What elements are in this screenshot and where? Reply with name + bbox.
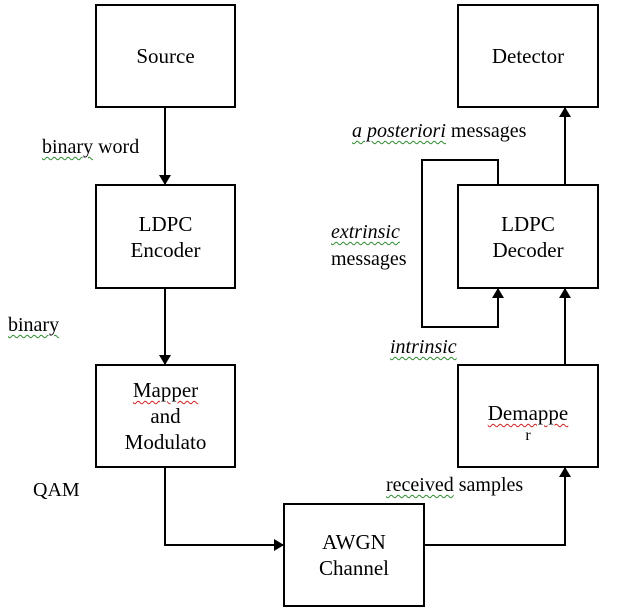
arrow-mapper-to-awgn [164, 468, 284, 551]
mapper-line3: Modulato [124, 430, 207, 454]
binary-word-part1: binary [42, 136, 94, 158]
demapper-block: Demappe r [457, 364, 599, 468]
received-part2: samples [453, 474, 524, 496]
mapper-modulator-block: Mapper and Modulato [95, 364, 236, 468]
intrinsic-label: intrinsic [390, 335, 457, 359]
arrow-extrinsic-loop [421, 159, 504, 328]
ldpc-encoder-line2: Encoder [130, 237, 201, 262]
source-block-label: Source [136, 44, 195, 68]
source-block: Source [95, 4, 236, 108]
mapper-line1: Mapper [132, 378, 199, 402]
awgn-channel-block: AWGN Channel [283, 503, 425, 607]
received-samples-label: received samples [386, 473, 523, 497]
detector-block-label: Detector [491, 44, 565, 68]
binary-word-part2: word [93, 136, 140, 158]
ldpc-decoder-line2: Decoder [492, 237, 564, 262]
awgn-line2: Channel [319, 556, 389, 580]
binary-text: binary [8, 314, 60, 336]
qam-label: QAM [33, 478, 80, 502]
mapper-line2: and [150, 404, 181, 428]
detector-block: Detector [457, 4, 599, 108]
intrinsic-text: intrinsic [390, 336, 457, 358]
a-posteriori-text: a posteriori [352, 120, 446, 142]
demapper-line1: Demappe [487, 401, 569, 425]
messages-label: messages [331, 247, 407, 271]
awgn-line1: AWGN [322, 530, 386, 554]
qam-text: QAM [33, 479, 80, 501]
ldpc-decoder-block: LDPC Decoder [457, 184, 599, 289]
a-posteriori-messages-label: a posteriori messages [352, 119, 527, 143]
a-posteriori-messages-text: messages [445, 120, 527, 142]
received-part1: received [386, 474, 454, 496]
demapper-line2: r [525, 427, 531, 444]
arrow-awgn-to-demapper [425, 467, 571, 546]
extrinsic-text: extrinsic [331, 221, 400, 243]
ldpc-decoder-line1: LDPC [501, 211, 555, 236]
binary-label: binary [8, 313, 59, 337]
binary-word-label: binary word [42, 135, 139, 159]
messages-text: messages [331, 248, 407, 270]
extrinsic-messages-label: extrinsic [331, 220, 400, 244]
ldpc-encoder-block: LDPC Encoder [95, 184, 236, 289]
ldpc-encoder-line1: LDPC [138, 211, 193, 236]
